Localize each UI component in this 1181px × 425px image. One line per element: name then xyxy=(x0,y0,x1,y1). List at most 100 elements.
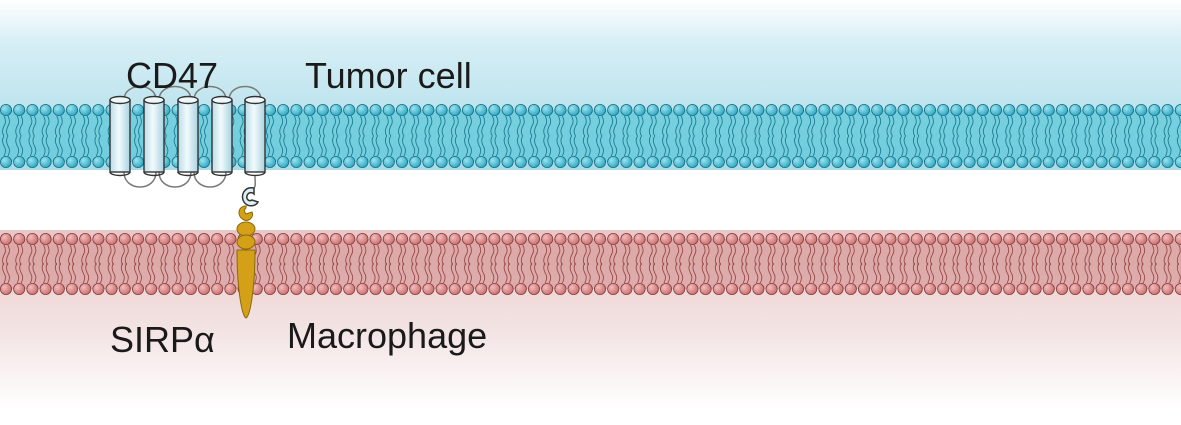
lipid-head xyxy=(607,282,620,295)
lipid-head xyxy=(765,282,778,295)
lipid-tail xyxy=(688,244,693,284)
lipid-head xyxy=(1056,155,1069,168)
lipid-tail xyxy=(600,115,604,157)
lipid-tail xyxy=(279,115,284,157)
lipid-head xyxy=(699,104,712,117)
lipid-tail xyxy=(411,244,416,284)
lipid-head xyxy=(290,104,303,117)
lipid-tail xyxy=(503,244,508,284)
lipid-tail xyxy=(662,115,666,157)
lipid-head xyxy=(1161,104,1174,117)
lipid-tail xyxy=(807,115,812,157)
lipid-head xyxy=(1108,155,1121,168)
lipid-tail xyxy=(450,115,455,157)
lipid-tail xyxy=(468,115,472,157)
lipid-head xyxy=(475,282,488,295)
lipid-tail xyxy=(556,244,561,284)
lipid-head xyxy=(435,282,448,295)
lipid-tail xyxy=(794,115,798,157)
lipid-tail xyxy=(226,244,231,284)
lipid-head xyxy=(26,104,39,117)
lipid-tail xyxy=(666,244,670,284)
lipid-head xyxy=(343,104,356,117)
cd47-loops xyxy=(123,85,262,188)
lipid-tail xyxy=(745,244,750,284)
lipid-tail xyxy=(1071,244,1076,284)
lipid-head xyxy=(792,282,805,295)
lipid-tail xyxy=(1141,244,1146,284)
lipid-head xyxy=(1016,232,1029,245)
lipid-head xyxy=(1042,282,1055,295)
lipid-tail xyxy=(516,244,521,284)
lipid-head xyxy=(329,155,342,168)
lipid-tail xyxy=(428,115,433,157)
lipid-tail xyxy=(912,115,917,157)
lipid-head xyxy=(514,104,527,117)
lipid-head xyxy=(1003,155,1016,168)
lipid-tail xyxy=(1154,244,1159,284)
lipid-tail xyxy=(94,244,99,284)
lipid-tail xyxy=(965,115,970,157)
lipid-head xyxy=(1108,104,1121,117)
lipid-tail xyxy=(978,244,983,284)
lipid-tail xyxy=(358,115,363,157)
lipid-head xyxy=(1003,282,1016,295)
lipid-tail xyxy=(454,244,459,284)
lipid-head xyxy=(1082,232,1095,245)
lipid-head xyxy=(633,282,646,295)
lipid-tail xyxy=(1018,115,1023,157)
lipid-head xyxy=(277,155,290,168)
lipid-tail xyxy=(296,244,301,284)
lipid-head xyxy=(752,155,765,168)
lipid-tail xyxy=(622,115,627,157)
lipid-head xyxy=(1016,282,1029,295)
lipid-tail xyxy=(375,115,380,157)
lipid-head xyxy=(0,282,12,295)
lipid-tail xyxy=(952,115,957,157)
lipid-head xyxy=(158,232,171,245)
cd47-helix xyxy=(211,99,233,173)
lipid-tail xyxy=(309,115,314,157)
lipid-tail xyxy=(609,115,614,157)
lipid-head xyxy=(475,155,488,168)
lipid-head xyxy=(897,232,910,245)
lipid-head xyxy=(792,232,805,245)
lipid-tail xyxy=(375,244,380,284)
lipid-tail xyxy=(68,115,72,157)
lipid-head xyxy=(976,104,989,117)
lipid-tail xyxy=(1128,244,1132,284)
lipid-tail xyxy=(1035,115,1040,157)
lipid-tail xyxy=(1101,115,1106,157)
lipid-head xyxy=(633,232,646,245)
lipid-head xyxy=(343,232,356,245)
lipid-head xyxy=(158,282,171,295)
lipid-head xyxy=(356,282,369,295)
lipid-tail xyxy=(741,244,746,284)
lipid-head xyxy=(105,232,118,245)
sirpa-protein xyxy=(236,205,256,319)
cd47-helix-cap xyxy=(244,95,266,105)
lipid-head xyxy=(369,282,382,295)
lipid-tail xyxy=(507,115,512,157)
lipid-tail xyxy=(437,244,442,284)
lipid-tail xyxy=(283,244,288,284)
lipid-tail xyxy=(701,115,706,157)
lipid-head xyxy=(686,104,699,117)
lipid-head xyxy=(39,282,52,295)
lipid-tail xyxy=(833,244,838,284)
lipid-tail xyxy=(58,244,63,284)
lipid-head xyxy=(277,232,290,245)
lipid-head xyxy=(501,232,514,245)
cd47-extracellular-domain xyxy=(241,187,260,207)
cd47-helix xyxy=(244,99,266,173)
lipid-head xyxy=(844,232,857,245)
lipid-head xyxy=(514,282,527,295)
lipid-tail xyxy=(864,115,868,157)
lipid-tail xyxy=(701,244,706,284)
lipid-head xyxy=(1108,232,1121,245)
lipid-tail xyxy=(239,115,244,157)
lipid-tail xyxy=(134,244,138,284)
lipid-head xyxy=(990,232,1003,245)
lipid-head xyxy=(66,155,79,168)
lipid-tail xyxy=(72,244,76,284)
